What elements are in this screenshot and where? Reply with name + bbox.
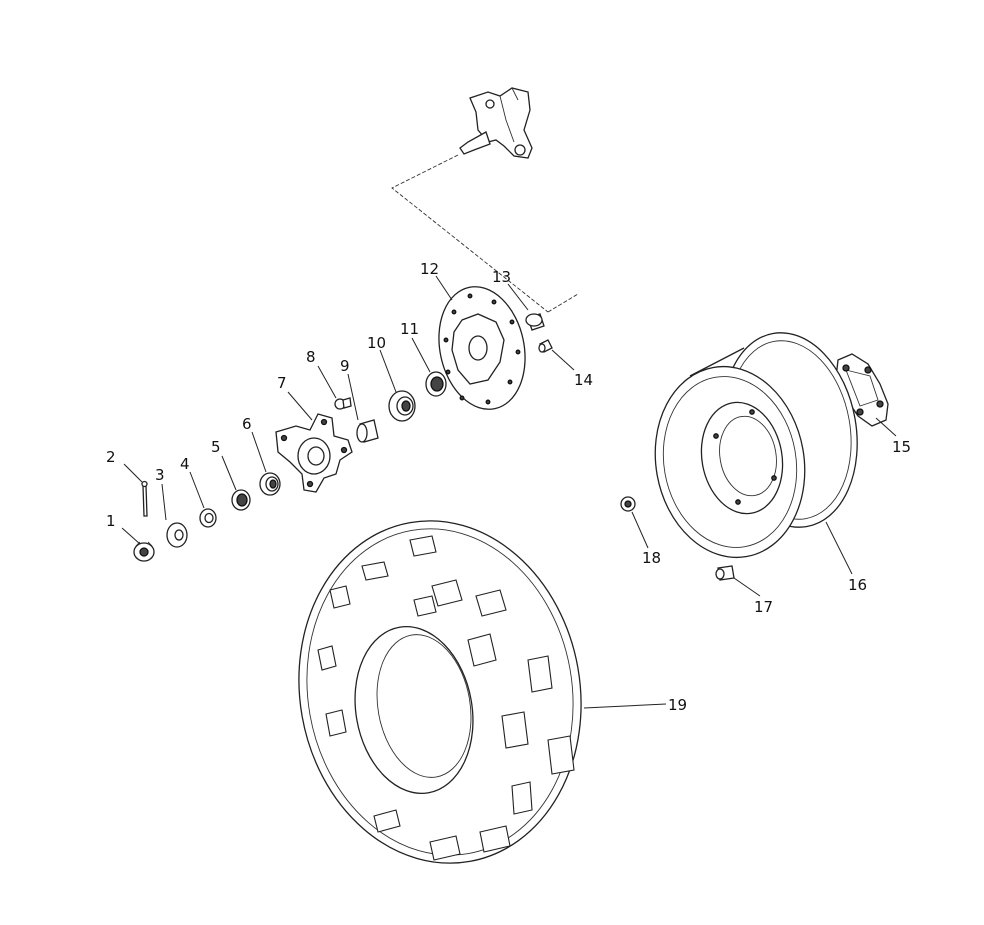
bearing bbox=[259, 472, 281, 496]
callout-15: 15 bbox=[892, 438, 911, 456]
cap bbox=[525, 313, 545, 331]
tire bbox=[298, 520, 582, 864]
wheel-rim bbox=[654, 332, 858, 559]
castle-nut bbox=[133, 541, 155, 562]
lug-nut bbox=[620, 496, 636, 512]
callout-14: 14 bbox=[574, 371, 593, 389]
inner-bearing bbox=[388, 390, 416, 422]
axle-centerline bbox=[391, 154, 579, 313]
callout-9: 9 bbox=[340, 357, 350, 375]
cotter-pin bbox=[141, 480, 148, 517]
callout-3: 3 bbox=[155, 466, 165, 484]
brake-disc bbox=[438, 286, 526, 410]
callout-4: 4 bbox=[180, 455, 190, 473]
callout-1: 1 bbox=[106, 512, 116, 530]
callout-6: 6 bbox=[242, 415, 252, 433]
callout-2: 2 bbox=[106, 448, 116, 466]
callout-11: 11 bbox=[400, 320, 419, 338]
steering-knuckle bbox=[459, 87, 533, 159]
callout-7: 7 bbox=[277, 374, 287, 392]
washer bbox=[166, 522, 188, 548]
callout-18: 18 bbox=[642, 549, 661, 567]
callout-16: 16 bbox=[848, 576, 867, 594]
callout-8: 8 bbox=[306, 348, 316, 366]
seal bbox=[425, 371, 447, 397]
callout-13: 13 bbox=[492, 268, 511, 286]
callout-17: 17 bbox=[754, 598, 773, 616]
outer-bearing bbox=[231, 489, 251, 511]
leader-lines bbox=[121, 275, 897, 709]
callout-12: 12 bbox=[420, 260, 439, 278]
wheel-hub bbox=[275, 413, 353, 493]
bearing-spacer bbox=[356, 419, 379, 443]
callout-labels: 1 2 3 4 5 6 7 8 9 10 11 12 13 14 15 16 1… bbox=[106, 260, 911, 714]
callout-5: 5 bbox=[211, 438, 221, 456]
stud bbox=[538, 339, 553, 353]
wheel-stud bbox=[334, 397, 352, 410]
valve-stem bbox=[715, 565, 735, 581]
spacer bbox=[199, 508, 217, 528]
callout-10: 10 bbox=[367, 334, 386, 352]
callout-19: 19 bbox=[668, 696, 687, 714]
